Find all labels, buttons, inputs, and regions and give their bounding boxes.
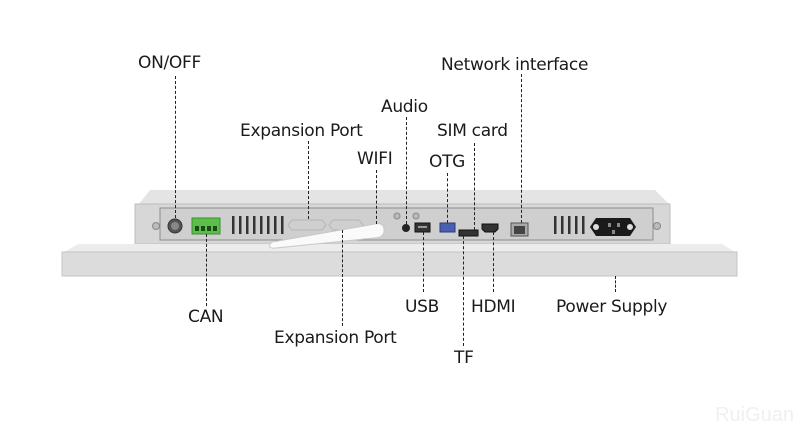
leader-wifi (376, 170, 377, 224)
label-expansion-port-bottom: Expansion Port (274, 328, 397, 348)
label-tf: TF (454, 348, 474, 368)
label-network-interface: Network interface (441, 55, 589, 75)
panel-front-edge (61, 251, 738, 277)
leader-otg (447, 173, 448, 223)
audio-jack-icon (402, 224, 410, 232)
leader-sim-card (474, 143, 475, 230)
tf-slot-icon (458, 229, 479, 237)
power-button-inner (171, 222, 179, 230)
screw-icon (653, 222, 661, 230)
leader-audio (406, 117, 407, 224)
screw-icon (152, 222, 160, 230)
label-can: CAN (188, 307, 224, 327)
chassis-top-face (138, 190, 670, 205)
label-usb: USB (405, 297, 439, 317)
label-power-supply: Power Supply (556, 297, 668, 317)
leader-power-supply (615, 276, 616, 292)
hdmi-port-icon (481, 223, 499, 233)
front-panel (61, 244, 738, 277)
label-wifi: WIFI (357, 149, 393, 169)
vent-left-icon (232, 216, 284, 234)
expansion-port-1-icon (287, 219, 327, 231)
label-audio: Audio (381, 97, 428, 117)
label-sim-card: SIM card (437, 121, 508, 141)
panel-top-edge (64, 244, 735, 252)
label-hdmi: HDMI (471, 297, 516, 317)
watermark: RuiGuan (715, 404, 794, 426)
leader-on-off (175, 76, 176, 218)
vent-right-icon (554, 216, 585, 234)
screw-icon (412, 212, 420, 220)
leader-can (206, 234, 207, 306)
wifi-antenna-icon (269, 223, 385, 249)
leader-network (521, 74, 522, 223)
label-on-off: ON/OFF (138, 53, 201, 73)
label-expansion-port-top: Expansion Port (240, 121, 363, 141)
leader-usb (423, 232, 424, 292)
rear-chassis (134, 190, 671, 245)
power-inlet-icon (590, 218, 636, 236)
leader-hdmi (493, 232, 494, 292)
screw-icon (393, 212, 401, 220)
leader-expansion-port-top (308, 141, 309, 219)
otg-port-icon (439, 222, 456, 233)
label-otg: OTG (429, 152, 466, 172)
leader-expansion-port-bottom (342, 230, 343, 326)
leader-tf (463, 236, 464, 346)
